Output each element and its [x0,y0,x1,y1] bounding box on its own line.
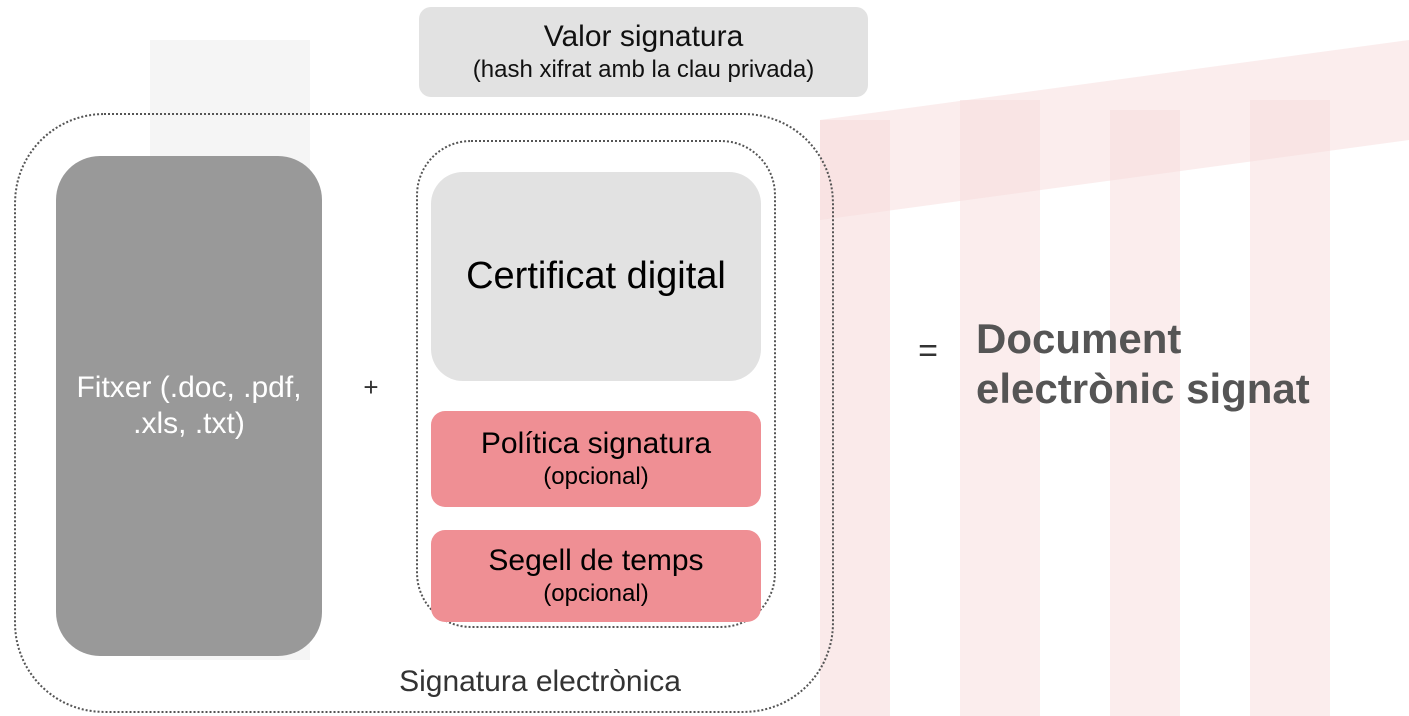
politica-signatura-subtitle: (opcional) [543,463,649,490]
certificat-digital-box: Certificat digital [431,172,761,381]
politica-signatura-box: Política signatura (opcional) [431,411,761,507]
segell-temps-box: Segell de temps (opcional) [431,530,761,622]
signature-components-frame [416,140,776,628]
result-line-2: electrònic signat [976,365,1310,412]
signatura-electronica-label: Signatura electrònica [399,665,681,698]
plus-operator: + [363,372,379,402]
segell-temps-title: Segell de temps [488,544,704,577]
politica-signatura-title: Política signatura [480,427,712,460]
result-line-1: Document [976,315,1182,362]
equals-operator: = [918,332,938,370]
fitxer-label: Fitxer (.doc, .pdf, .xls, .txt) [76,371,302,440]
segell-temps-subtitle: (opcional) [543,580,649,607]
signatura-electronica-frame [14,113,834,713]
result-label: Document electrònic signat [976,314,1406,434]
valor-signatura-box: Valor signatura (hash xifrat amb la clau… [419,7,868,97]
certificat-digital-label: Certificat digital [466,255,726,297]
fitxer-box: Fitxer (.doc, .pdf, .xls, .txt) [56,156,322,656]
valor-signatura-title: Valor signatura [543,20,744,53]
valor-signatura-subtitle: (hash xifrat amb la clau privada) [472,56,815,83]
